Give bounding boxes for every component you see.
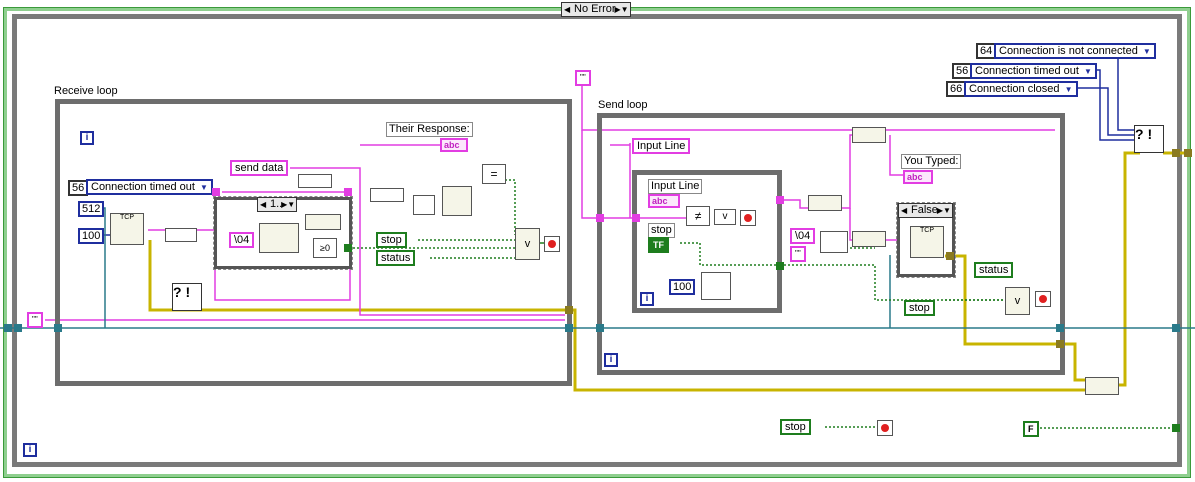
their-response-indicator: abc: [440, 138, 468, 152]
tunnel: [1172, 324, 1180, 332]
string-subset-node: [259, 223, 299, 253]
tunnel: [776, 196, 784, 204]
send-case-selector[interactable]: False: [898, 203, 953, 218]
not-equal-node: ≠: [686, 206, 710, 226]
you-typed-label: You Typed:: [901, 154, 962, 169]
send-loop-label: Send loop: [598, 99, 648, 111]
error-ring-closed[interactable]: Connection closed: [964, 81, 1078, 97]
stop-local-receive: stop: [376, 232, 407, 248]
tunnel: [1172, 149, 1180, 157]
false-constant: F: [1023, 421, 1039, 437]
connection-timed-out-ring-receive[interactable]: Connection timed out: [86, 179, 213, 195]
send-while-loop: [597, 113, 1065, 375]
tunnel: [1172, 424, 1180, 432]
tunnel: [344, 244, 352, 252]
error-handler-final: ? !: [1134, 125, 1164, 153]
length-node-3: [370, 188, 404, 202]
inner-loop-stop-icon: [740, 210, 756, 226]
tunnel: [596, 214, 604, 222]
tunnel: [1056, 340, 1064, 348]
send-iteration-terminal: i: [604, 353, 618, 367]
status-local-receive: status: [376, 250, 416, 266]
tunnel: [212, 188, 220, 196]
index-selector-receive[interactable]: 1..: [257, 197, 298, 212]
or-node-receive: v: [515, 228, 540, 260]
equals-node: =: [482, 164, 506, 184]
tunnel: [4, 324, 12, 332]
receive-while-loop: [55, 99, 572, 386]
wait-100-constant: 100: [669, 279, 696, 295]
subtract-node: [413, 195, 435, 215]
concat-node-receive: [305, 214, 341, 230]
send-data-constant: send data: [230, 160, 289, 176]
stop-local-send: stop: [904, 300, 935, 316]
char-04-send: \04: [790, 228, 816, 244]
send-loop-stop-icon: [1035, 291, 1051, 307]
receive-loop-label: Receive loop: [54, 85, 118, 97]
compare-ge-zero-node: ≥0: [313, 238, 337, 258]
tunnel: [54, 324, 62, 332]
tunnel: [565, 324, 573, 332]
tunnel: [946, 252, 954, 260]
you-typed-indicator: abc: [903, 170, 933, 184]
tunnel: [632, 214, 640, 222]
tcp-read-node: TCP: [110, 213, 144, 245]
inner-stop-label: stop: [648, 223, 675, 238]
status-local-send: status: [974, 262, 1014, 278]
inner-input-line-indicator: abc: [648, 194, 680, 208]
receive-loop-stop-icon: [544, 236, 560, 252]
ms-100-constant: 100: [78, 228, 105, 244]
timeout-512-constant: 512: [78, 201, 105, 217]
error-code-56-receive: 56: [68, 180, 89, 196]
concat-node-send: [808, 195, 842, 211]
error-ring-not-connected[interactable]: Connection is not connected: [994, 43, 1156, 59]
error-case-selector[interactable]: No Error: [561, 2, 631, 17]
string-subset-node-2: [442, 186, 472, 216]
empty-string-send: "": [790, 246, 806, 262]
input-line-local: Input Line: [632, 138, 691, 154]
concat-node-send-2: [852, 231, 886, 247]
select-node-send: [820, 231, 848, 253]
length-node-2: [298, 174, 332, 188]
outer-iteration-terminal: i: [23, 443, 37, 457]
or-node-send: v: [1005, 287, 1030, 315]
error-ring-timed-out[interactable]: Connection timed out: [970, 63, 1097, 79]
tunnel: [1056, 324, 1064, 332]
tunnel: [776, 262, 784, 270]
empty-string-top: "": [575, 70, 591, 86]
tunnel: [344, 188, 352, 196]
tunnel: [1184, 149, 1192, 157]
inner-stop-control[interactable]: TF: [648, 237, 669, 253]
outer-loop-stop-icon: [877, 420, 893, 436]
their-response-label: Their Response:: [386, 122, 473, 137]
or-node-inner: v: [714, 209, 736, 225]
inner-iteration-terminal: i: [640, 292, 654, 306]
empty-string-left: "": [27, 312, 43, 328]
wait-ms-node: [701, 272, 731, 300]
receive-iteration-terminal: i: [80, 131, 94, 145]
string-length-node-receive: [165, 228, 197, 242]
concat-node-send-3: [852, 127, 886, 143]
char-04-receive: \04: [229, 232, 255, 248]
error-handler-receive: ? !: [172, 283, 202, 311]
merge-errors-node: [1085, 377, 1119, 395]
tcp-write-node: TCP: [910, 226, 944, 258]
tunnel: [596, 324, 604, 332]
tunnel: [565, 306, 573, 314]
inner-input-line-label: Input Line: [648, 179, 703, 194]
inner-wait-loop: [632, 170, 782, 313]
stop-local-bottom: stop: [780, 419, 811, 435]
tunnel: [14, 324, 22, 332]
